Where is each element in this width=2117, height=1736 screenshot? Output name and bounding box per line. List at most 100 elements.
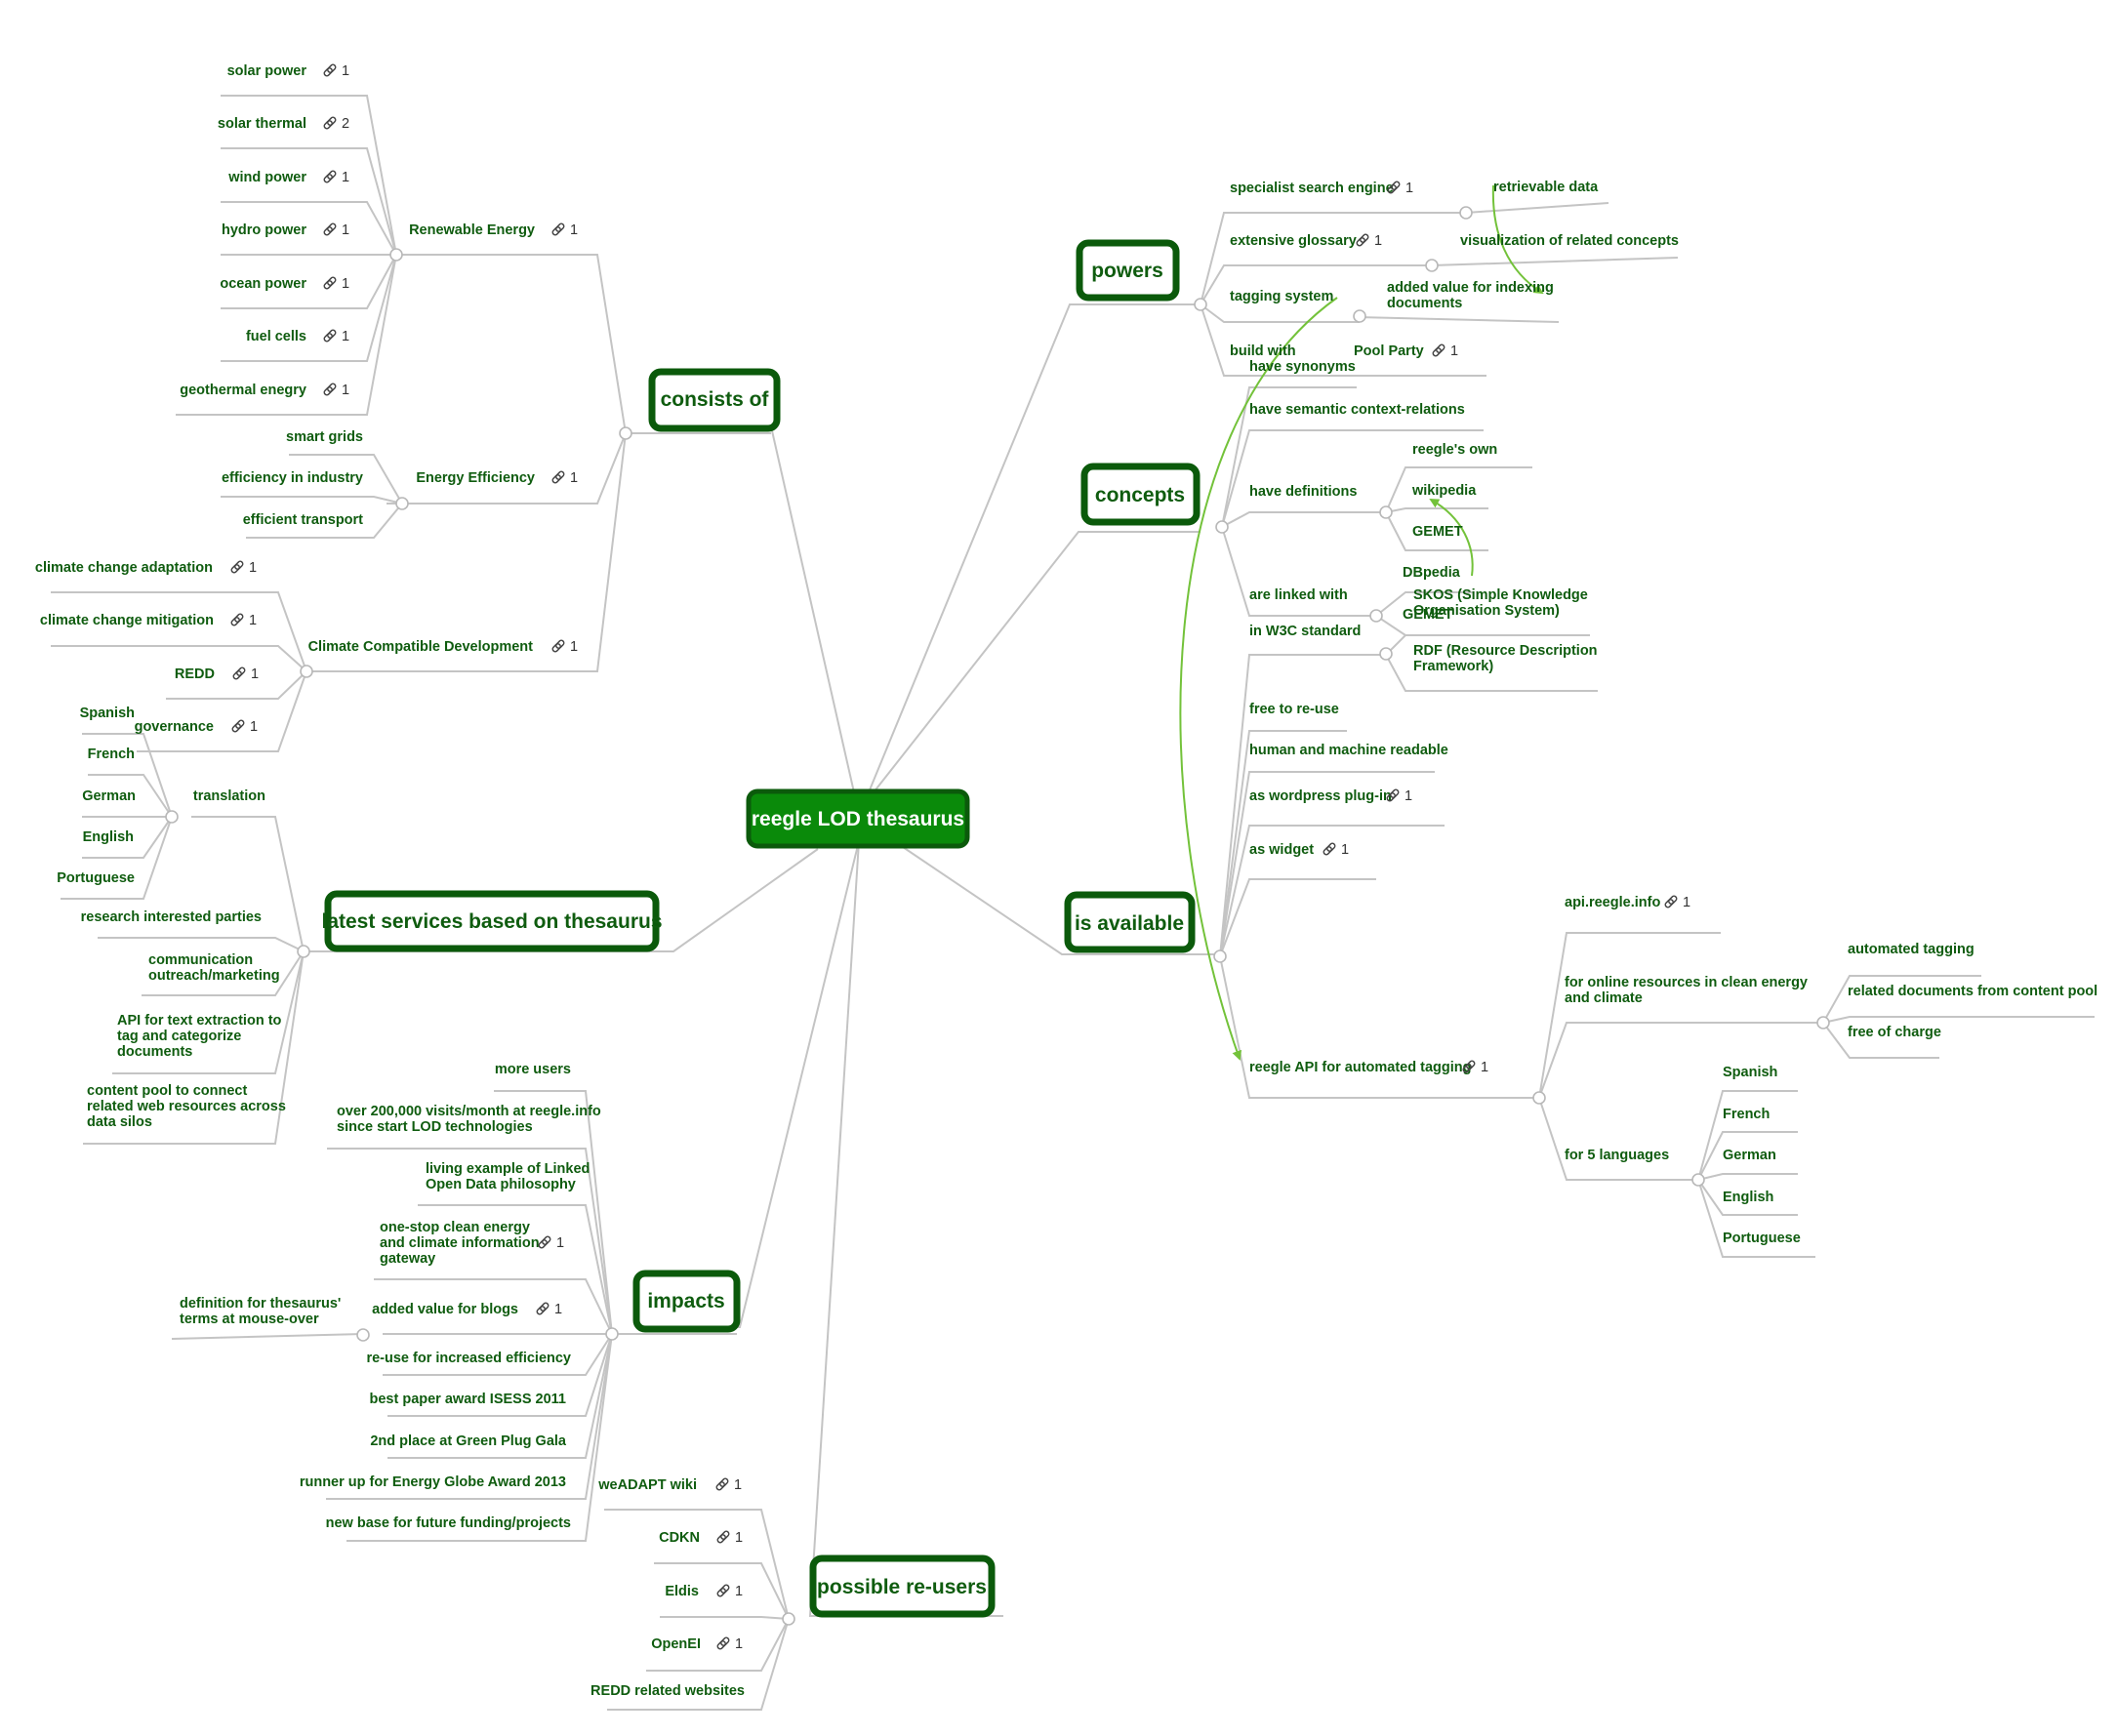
concept-semantic[interactable]: have semantic context-relations bbox=[1249, 402, 1465, 418]
api-related-docs[interactable]: related documents from content pool bbox=[1848, 984, 2097, 999]
impacts-subtree bbox=[171, 1090, 737, 1542]
api-lang-german[interactable]: German bbox=[1723, 1148, 1776, 1163]
topic-efficient-transport[interactable]: efficient transport bbox=[243, 512, 363, 528]
branch-is-available[interactable]: is available bbox=[1064, 891, 1196, 953]
power-tagging-system[interactable]: tagging system bbox=[1230, 289, 1333, 304]
api-five-languages[interactable]: for 5 languages bbox=[1565, 1148, 1669, 1163]
svg-text:specialist search engine: specialist search engine bbox=[1230, 181, 1394, 196]
lang-french[interactable]: French bbox=[88, 747, 135, 762]
api-online-resources[interactable]: for online resources in clean energyand … bbox=[1565, 975, 1808, 1006]
svg-text:efficiency in industry: efficiency in industry bbox=[222, 470, 363, 486]
link-count: 1 bbox=[735, 1636, 743, 1652]
svg-text:Portuguese: Portuguese bbox=[1723, 1231, 1801, 1246]
topic-translation[interactable]: translation bbox=[193, 788, 265, 804]
branch-latest-services[interactable]: latest services based on thesaurus bbox=[322, 890, 663, 952]
topic-smart-grids[interactable]: smart grids bbox=[286, 429, 363, 445]
reuser-redd-sites[interactable]: REDD related websites bbox=[590, 1683, 745, 1699]
impact-visits[interactable]: over 200,000 visits/month at reegle.info… bbox=[337, 1104, 601, 1135]
topic-research[interactable]: research interested parties bbox=[81, 909, 262, 925]
link-count: 1 bbox=[570, 470, 578, 486]
impact-new-base[interactable]: new base for future funding/projects bbox=[326, 1515, 571, 1531]
impact-runner-up[interactable]: runner up for Energy Globe Award 2013 bbox=[300, 1474, 566, 1490]
concept-definitions[interactable]: have definitions bbox=[1249, 484, 1357, 500]
power-retrievable[interactable]: retrievable data bbox=[1493, 180, 1599, 195]
impact-second-place[interactable]: 2nd place at Green Plug Gala bbox=[370, 1433, 567, 1449]
lang-english[interactable]: English bbox=[83, 829, 134, 845]
lang-portuguese[interactable]: Portuguese bbox=[57, 870, 135, 886]
concept-synonyms[interactable]: have synonyms bbox=[1249, 359, 1356, 375]
lang-german[interactable]: German bbox=[82, 788, 136, 804]
impact-more-users[interactable]: more users bbox=[495, 1062, 571, 1077]
concept-linked-with[interactable]: are linked with bbox=[1249, 587, 1348, 603]
avail-rdf[interactable]: RDF (Resource Description Framework) bbox=[1413, 643, 1598, 674]
reuser-openei[interactable]: OpenEI 1 bbox=[651, 1635, 743, 1652]
impact-reuse-efficiency[interactable]: re-use for increased efficiency bbox=[366, 1351, 571, 1366]
power-build-with[interactable]: build with bbox=[1230, 343, 1296, 359]
api-lang-french[interactable]: French bbox=[1723, 1107, 1770, 1122]
branch-consists-of[interactable]: consists of bbox=[648, 368, 781, 432]
branch-powers[interactable]: powers bbox=[1076, 239, 1180, 302]
api-lang-portuguese[interactable]: Portuguese bbox=[1723, 1231, 1801, 1246]
root-node[interactable]: reegle LOD thesaurus bbox=[746, 788, 970, 849]
api-lang-english[interactable]: English bbox=[1723, 1190, 1773, 1205]
svg-text:OpenEI: OpenEI bbox=[651, 1636, 701, 1652]
lang-spanish[interactable]: Spanish bbox=[80, 706, 135, 721]
svg-text:in W3C standard: in W3C standard bbox=[1249, 624, 1361, 639]
api-automated-tagging[interactable]: automated tagging bbox=[1848, 942, 1975, 957]
concept-reegles-own[interactable]: reegle's own bbox=[1412, 442, 1497, 458]
impact-best-paper[interactable]: best paper award ISESS 2011 bbox=[370, 1392, 567, 1407]
avail-w3c[interactable]: in W3C standard bbox=[1249, 624, 1361, 639]
svg-text:related web resources across: related web resources across bbox=[87, 1099, 286, 1114]
svg-text:communication: communication bbox=[148, 952, 253, 968]
topic-efficiency-industry[interactable]: efficiency in industry bbox=[222, 470, 363, 486]
power-visualization[interactable]: visualization of related concepts bbox=[1460, 233, 1679, 249]
avail-free-reuse[interactable]: free to re-use bbox=[1249, 702, 1339, 717]
concept-wikipedia[interactable]: wikipedia bbox=[1411, 483, 1477, 499]
impact-definition[interactable]: definition for thesaurus'terms at mouse-… bbox=[180, 1296, 341, 1327]
branch-impacts[interactable]: impacts bbox=[632, 1270, 741, 1333]
concept-gemet-def[interactable]: GEMET bbox=[1412, 524, 1463, 540]
svg-text:for 5 languages: for 5 languages bbox=[1565, 1148, 1669, 1163]
branch-concepts[interactable]: concepts bbox=[1080, 463, 1201, 526]
link-icon bbox=[322, 115, 338, 131]
svg-text:and climate information: and climate information bbox=[380, 1235, 540, 1251]
avail-readable[interactable]: human and machine readable bbox=[1249, 743, 1448, 758]
concept-dbpedia[interactable]: DBpedia bbox=[1403, 565, 1461, 581]
api-free-charge[interactable]: free of charge bbox=[1848, 1025, 1941, 1040]
branch-possible-reusers[interactable]: possible re-users bbox=[809, 1554, 996, 1618]
concept-gemet-link[interactable]: GEMET bbox=[1403, 607, 1453, 623]
api-lang-spanish[interactable]: Spanish bbox=[1723, 1065, 1777, 1080]
